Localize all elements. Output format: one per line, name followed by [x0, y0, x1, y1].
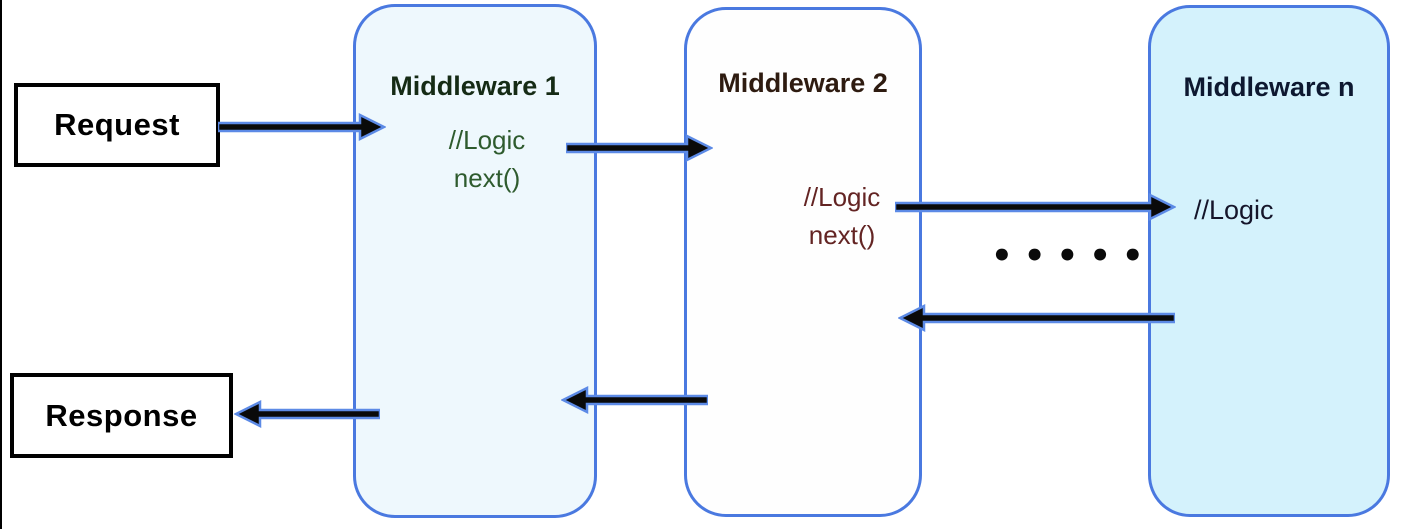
middleware2-next-call: next()	[808, 220, 876, 250]
middleware-n-box: Middleware n //Logic	[1148, 5, 1390, 517]
request-label: Request	[54, 107, 180, 142]
response-label: Response	[45, 397, 198, 433]
middleware1-title: Middleware 1	[390, 71, 560, 101]
middleware1-box: Middleware 1 //Logic next()	[353, 4, 597, 518]
middleware2-title: Middleware 2	[718, 68, 888, 98]
middleware1-logic-comment: //Logic	[448, 125, 526, 155]
middleware1-next-call: next()	[453, 163, 521, 193]
middleware2-logic-code: //Logic next()	[757, 178, 927, 254]
middleware1-logic-code: //Logic next()	[402, 121, 572, 197]
arrow-middleware1-to-response	[233, 399, 382, 429]
arrow-request-to-middleware1	[216, 112, 387, 142]
arrow-middleware2-to-middleware-n	[893, 192, 1177, 222]
request-box: Request	[14, 83, 220, 167]
arrow-middleware1-to-middleware2	[564, 133, 714, 163]
arrow-middleware-n-to-middleware2	[897, 303, 1177, 333]
middleware2-box: Middleware 2 //Logic next()	[684, 7, 922, 517]
continuation-dots: •••••	[991, 236, 1155, 276]
middleware-n-logic-comment: //Logic	[1194, 195, 1274, 225]
response-box: Response	[10, 373, 233, 458]
middleware-n-title: Middleware n	[1183, 72, 1355, 102]
middleware2-logic-comment: //Logic	[803, 182, 881, 212]
middleware-n-logic-code: //Logic	[1194, 191, 1374, 229]
arrow-middleware2-to-middleware1	[560, 385, 710, 415]
frame-left-border	[0, 0, 2, 529]
